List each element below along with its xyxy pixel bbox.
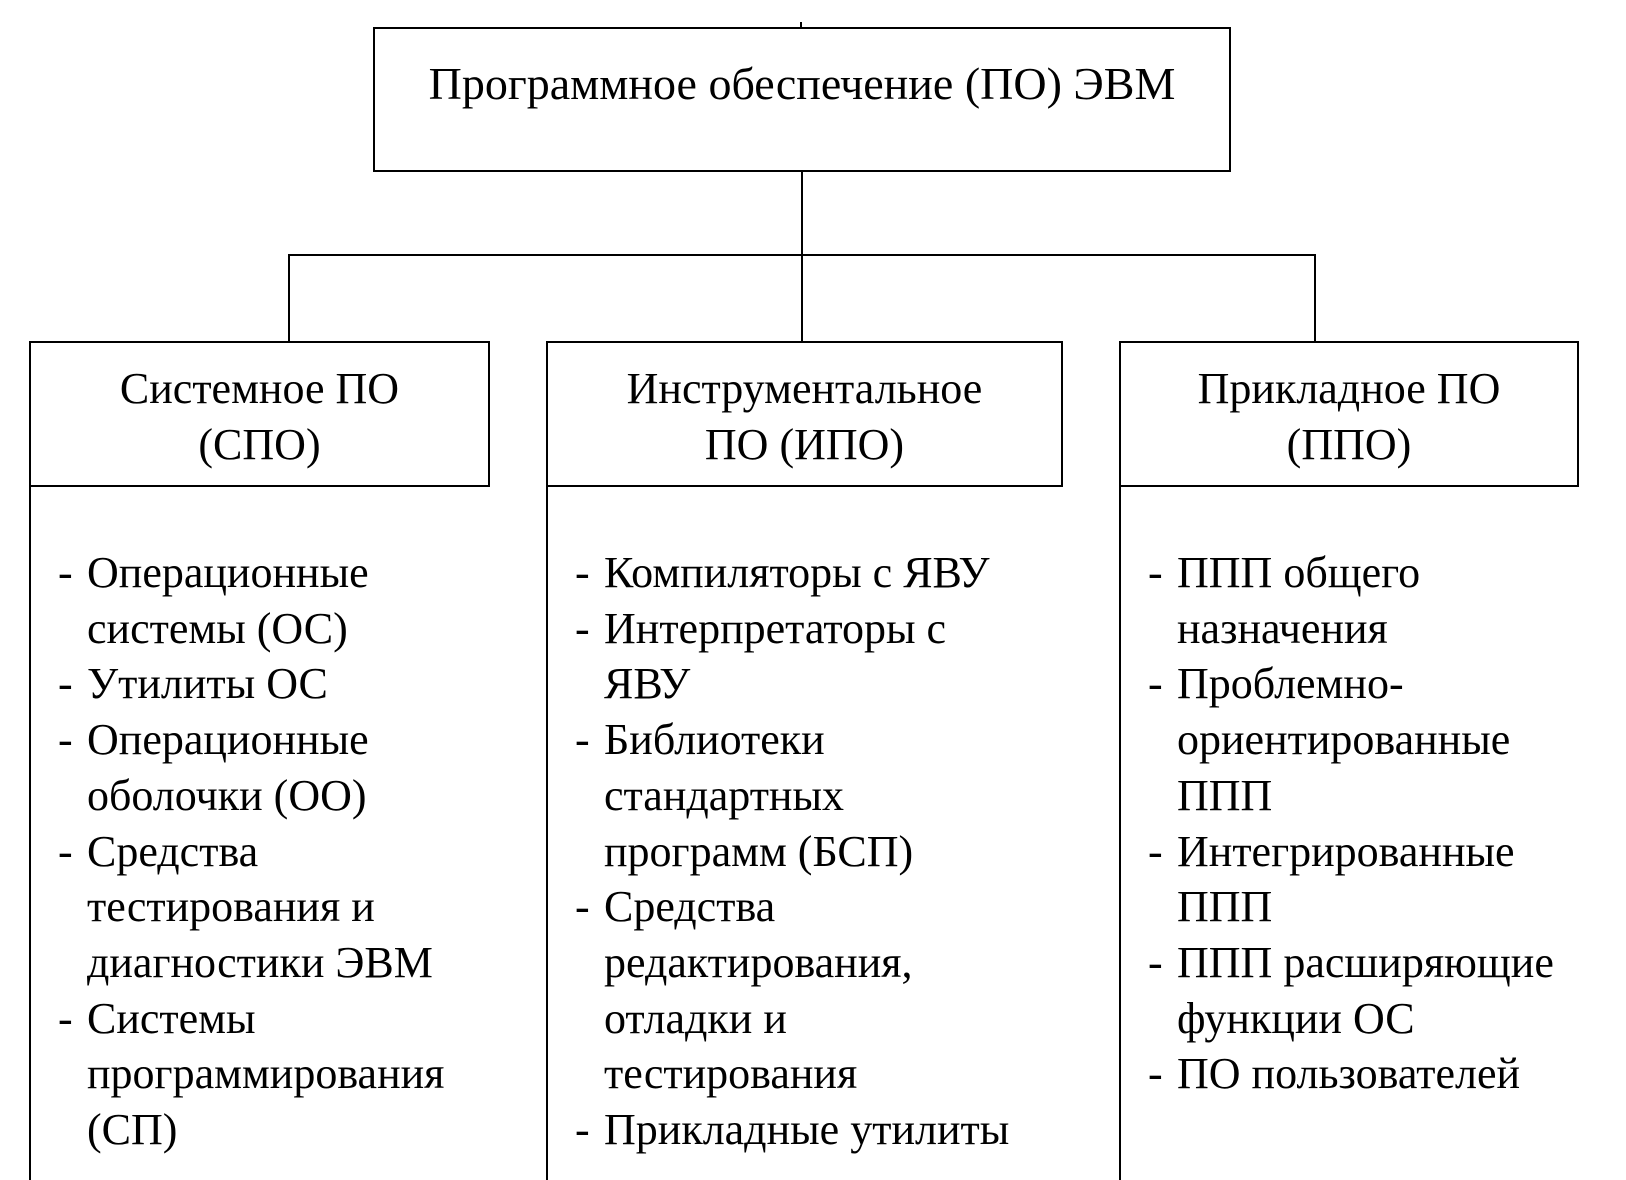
category-abbr: ПО (ИПО) (704, 420, 905, 469)
list-item: Интегрированные ППП (1148, 824, 1618, 935)
connector-horizontal (288, 254, 1316, 256)
list-item: Проблемно- ориентированные ППП (1148, 656, 1618, 823)
list-instrumental: Компиляторы с ЯВУ Интерпретаторы с ЯВУ Б… (575, 545, 1075, 1158)
column-border-system (29, 487, 31, 1180)
list-item: Утилиты ОС (58, 656, 498, 712)
list-item: Системы программирования (СП) (58, 991, 498, 1158)
connector-top-stub (800, 22, 802, 28)
category-box-instrumental: Инструментальное ПО (ИПО) (546, 341, 1063, 487)
category-box-applied: Прикладное ПО (ППО) (1119, 341, 1579, 487)
list-item: Прикладные утилиты (575, 1102, 1075, 1158)
category-abbr: (СПО) (198, 420, 321, 469)
list-system: Операционные системы (ОС) Утилиты ОС Опе… (58, 545, 498, 1158)
category-abbr: (ППО) (1286, 420, 1412, 469)
list-item: Средства редактирования, отладки и тести… (575, 879, 1075, 1102)
list-item: ПО пользователей (1148, 1046, 1618, 1102)
column-border-instrumental (546, 487, 548, 1180)
root-box: Программное обеспечение (ПО) ЭВМ (373, 27, 1231, 172)
category-title: Прикладное ПО (1197, 364, 1501, 413)
list-item: Операционные оболочки (ОО) (58, 712, 498, 823)
category-title: Инструментальное (626, 364, 983, 413)
connector-root-down (801, 172, 803, 341)
list-item: Операционные системы (ОС) (58, 545, 498, 656)
list-item: ППП расширяющие функции ОС (1148, 935, 1618, 1046)
list-item: Библиотеки стандартных программ (БСП) (575, 712, 1075, 879)
list-item: Интерпретаторы с ЯВУ (575, 601, 1075, 712)
connector-right-down (1314, 254, 1316, 341)
category-title: Системное ПО (119, 364, 400, 413)
category-box-system: Системное ПО (СПО) (29, 341, 490, 487)
root-title: Программное обеспечение (ПО) ЭВМ (428, 58, 1176, 109)
list-item: Средства тестирования и диагностики ЭВМ (58, 824, 498, 991)
connector-left-down (288, 254, 290, 341)
list-item: ППП общего назначения (1148, 545, 1618, 656)
list-item: Компиляторы с ЯВУ (575, 545, 1075, 601)
column-border-applied (1119, 487, 1121, 1180)
list-applied: ППП общего назначения Проблемно- ориенти… (1148, 545, 1618, 1102)
